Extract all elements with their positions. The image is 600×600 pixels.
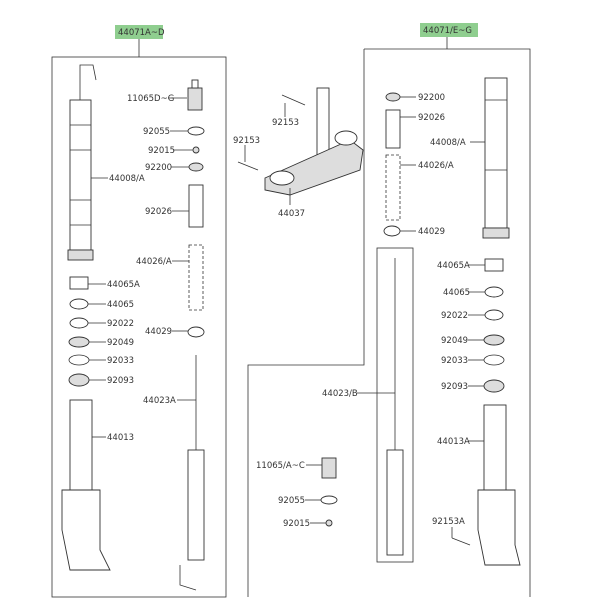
spacer-tube bbox=[385, 109, 401, 149]
left-group-box bbox=[51, 39, 227, 598]
part-label: 11065D~G bbox=[127, 94, 174, 104]
part-label: 92055 bbox=[278, 496, 305, 506]
cap-bolt-left bbox=[187, 79, 203, 111]
right-group-code: 44071/E~G bbox=[423, 26, 472, 36]
part-label: 44065 bbox=[107, 300, 134, 310]
left-group-header[interactable]: 44071A~D bbox=[115, 25, 165, 39]
part-label: 92033 bbox=[441, 356, 468, 366]
part-label: 92200 bbox=[145, 163, 172, 173]
washer bbox=[188, 162, 204, 172]
part-label: 44026/A bbox=[418, 161, 454, 171]
part-label: 92049 bbox=[441, 336, 468, 346]
bushings-right bbox=[483, 258, 505, 393]
part-label: 44013 bbox=[107, 433, 134, 443]
part-label: 92026 bbox=[418, 113, 445, 123]
fork-tube-left bbox=[67, 64, 97, 261]
part-label: 44065 bbox=[443, 288, 470, 298]
part-label: 92093 bbox=[441, 382, 468, 392]
nut bbox=[192, 146, 200, 154]
bushings-left bbox=[68, 276, 90, 387]
part-label: 44023A bbox=[143, 396, 176, 406]
o-ring bbox=[187, 126, 205, 136]
spring-right bbox=[385, 154, 401, 221]
part-label: 92153 bbox=[272, 118, 299, 128]
left-group-code: 44071A~D bbox=[118, 28, 165, 38]
part-label: 92033 bbox=[107, 356, 134, 366]
bushing bbox=[187, 326, 205, 338]
part-label: 44026/A bbox=[136, 257, 172, 267]
bushing bbox=[383, 225, 401, 237]
spacer-tube bbox=[188, 184, 204, 228]
washer bbox=[385, 92, 401, 102]
steering-stem-clamp bbox=[237, 87, 364, 196]
part-label: 44023/B bbox=[322, 389, 358, 399]
part-label: 92022 bbox=[107, 319, 134, 329]
part-label: 44013A bbox=[437, 437, 470, 447]
part-label: 92153 bbox=[233, 136, 260, 146]
right-group-header[interactable]: 44071/E~G bbox=[420, 23, 478, 37]
part-label: 11065/A~C bbox=[256, 461, 305, 471]
part-label: 44008/A bbox=[109, 174, 145, 184]
part-label: 92153A bbox=[432, 517, 465, 527]
cap-bolt-right bbox=[321, 457, 337, 479]
part-label: 92055 bbox=[143, 127, 170, 137]
o-ring bbox=[320, 495, 338, 505]
outer-tube-right bbox=[477, 404, 521, 566]
nut bbox=[325, 519, 333, 527]
fork-damper-left bbox=[179, 355, 205, 591]
fork-tube-right bbox=[482, 77, 510, 239]
part-label: 92049 bbox=[107, 338, 134, 348]
outer-tube-left bbox=[61, 399, 111, 571]
spring-left bbox=[188, 244, 204, 311]
right-group-box bbox=[247, 37, 531, 597]
part-label: 44008/A bbox=[430, 138, 466, 148]
part-label: 92200 bbox=[418, 93, 445, 103]
part-label: 92015 bbox=[283, 519, 310, 529]
part-label: 44029 bbox=[145, 327, 172, 337]
part-label: 92022 bbox=[441, 311, 468, 321]
bolt bbox=[451, 537, 471, 546]
part-label: 44065A bbox=[437, 261, 470, 271]
part-label: 44065A bbox=[107, 280, 140, 290]
part-label: 92093 bbox=[107, 376, 134, 386]
part-label: 92015 bbox=[148, 146, 175, 156]
part-label: 44029 bbox=[418, 227, 445, 237]
fork-damper-right bbox=[386, 258, 404, 556]
part-label: 92026 bbox=[145, 207, 172, 217]
leader-lines bbox=[88, 96, 485, 538]
part-label: 44037 bbox=[278, 209, 305, 219]
